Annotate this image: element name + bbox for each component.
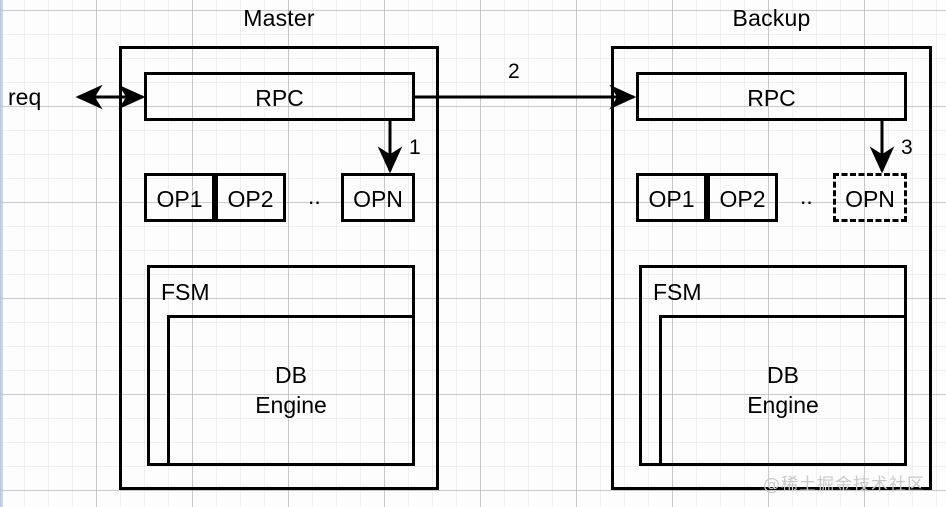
master-db-engine-line2: Engine	[255, 392, 327, 418]
backup-db-engine-box[interactable]	[659, 315, 907, 466]
backup-fsm-label: FSM	[653, 279, 702, 305]
backup-rpc-box[interactable]: RPC	[636, 72, 907, 121]
backup-op2-label: OP2	[719, 186, 766, 212]
master-container	[119, 46, 439, 490]
edge-step3-label: 3	[901, 136, 913, 159]
master-db-engine-line1: DB	[275, 362, 307, 388]
page-left-edge	[0, 0, 3, 507]
backup-db-engine-line1: DB	[767, 362, 799, 388]
backup-container	[611, 46, 932, 490]
backup-op1-box[interactable]: OP1	[636, 173, 707, 222]
master-db-engine-label: DB Engine	[167, 360, 415, 420]
req-label: req	[8, 84, 42, 110]
edge-step2-label: 2	[508, 60, 520, 83]
master-db-engine-box[interactable]	[167, 315, 415, 466]
backup-title: Backup	[732, 5, 811, 31]
backup-ops-ellipsis: ..	[800, 183, 813, 209]
master-title: Master	[243, 5, 315, 31]
master-opn-box[interactable]: OPN	[341, 173, 415, 222]
watermark: @稀土掘金技术社区	[763, 475, 925, 495]
master-rpc-box[interactable]: RPC	[144, 72, 415, 121]
backup-op1-label: OP1	[648, 186, 695, 212]
master-fsm-label: FSM	[161, 279, 210, 305]
backup-opn-label: OPN	[845, 186, 895, 212]
master-ops-ellipsis: ..	[308, 183, 321, 209]
master-opn-label: OPN	[353, 186, 403, 212]
master-op1-label: OP1	[156, 186, 203, 212]
backup-opn-box[interactable]: OPN	[833, 173, 907, 222]
backup-op2-box[interactable]: OP2	[707, 173, 778, 222]
master-rpc-label: RPC	[255, 85, 304, 111]
master-op1-box[interactable]: OP1	[144, 173, 215, 222]
backup-rpc-label: RPC	[747, 85, 796, 111]
edge-step1-label: 1	[409, 136, 421, 159]
master-op2-box[interactable]: OP2	[215, 173, 286, 222]
backup-db-engine-line2: Engine	[747, 392, 819, 418]
backup-db-engine-label: DB Engine	[659, 360, 907, 420]
master-op2-label: OP2	[227, 186, 274, 212]
